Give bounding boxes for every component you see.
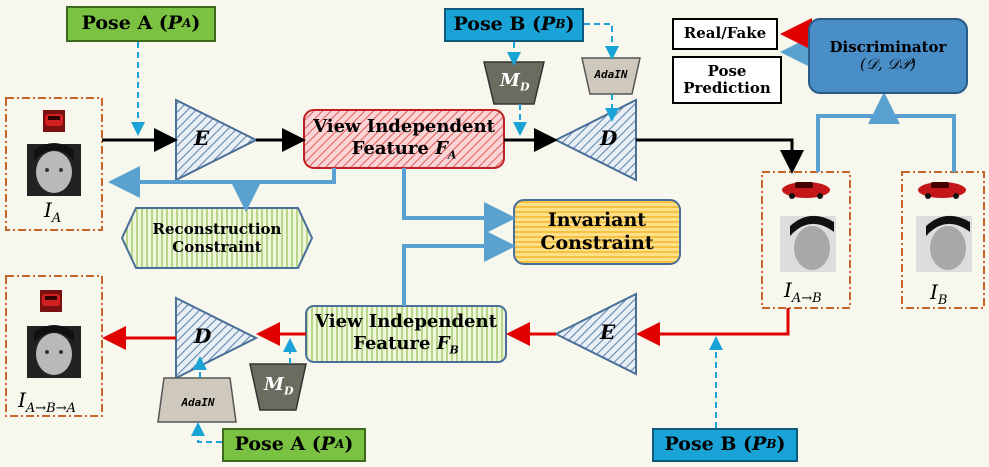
feature-a-text: View Independent Feature FA: [313, 116, 495, 162]
reconstruction-hexagon: [120, 207, 314, 269]
car-image-iab: [782, 182, 830, 199]
decoder-bottom: [175, 296, 259, 380]
label-ia: IA: [44, 198, 62, 226]
image-box-iab: [761, 171, 851, 309]
md-trapezoid-top: [483, 61, 545, 105]
label-iaba: IA→B→A: [18, 388, 77, 416]
decoder-top-label: D: [600, 126, 618, 150]
decoder-bottom-label: D: [194, 324, 212, 348]
label-ib: IB: [930, 280, 948, 308]
discriminator-box: Discriminator (𝒟, 𝒟𝒫): [808, 18, 968, 94]
encoder-bottom-label: E: [600, 320, 616, 344]
image-box-ia: [5, 97, 103, 231]
real-fake-box: Real/Fake: [672, 18, 778, 50]
adain-top-label: AdaIN: [594, 67, 628, 81]
image-box-ib: [901, 171, 985, 309]
md-trapezoid-bottom: [249, 363, 307, 411]
encoder-top: [175, 98, 259, 182]
label-iab: IA→B: [784, 278, 822, 306]
md-bottom-label: MD: [264, 374, 294, 398]
encoder-bottom: [553, 292, 637, 376]
encoder-top-label: E: [194, 126, 210, 150]
adain-trapezoid-top: [581, 57, 641, 95]
face-image-iaba: [27, 325, 81, 378]
md-top-label: MD: [500, 70, 530, 94]
face-image-ia: [27, 143, 81, 196]
feature-b-text: View Independent Feature FB: [315, 311, 497, 357]
face-image-ib: [916, 215, 972, 272]
car-image-ia: [43, 110, 65, 132]
reconstruction-text: Reconstruction Constraint: [152, 220, 282, 256]
pose-prediction-box: Pose Prediction: [672, 56, 782, 104]
adain-bottom-label: AdaIN: [181, 395, 215, 409]
car-image-ib: [918, 182, 966, 199]
face-image-iab: [780, 215, 836, 272]
adain-trapezoid-bottom: [157, 377, 237, 423]
car-image-iaba: [40, 290, 62, 312]
decoder-top: [553, 98, 637, 182]
invariant-text: Invariant Constraint: [540, 209, 654, 254]
